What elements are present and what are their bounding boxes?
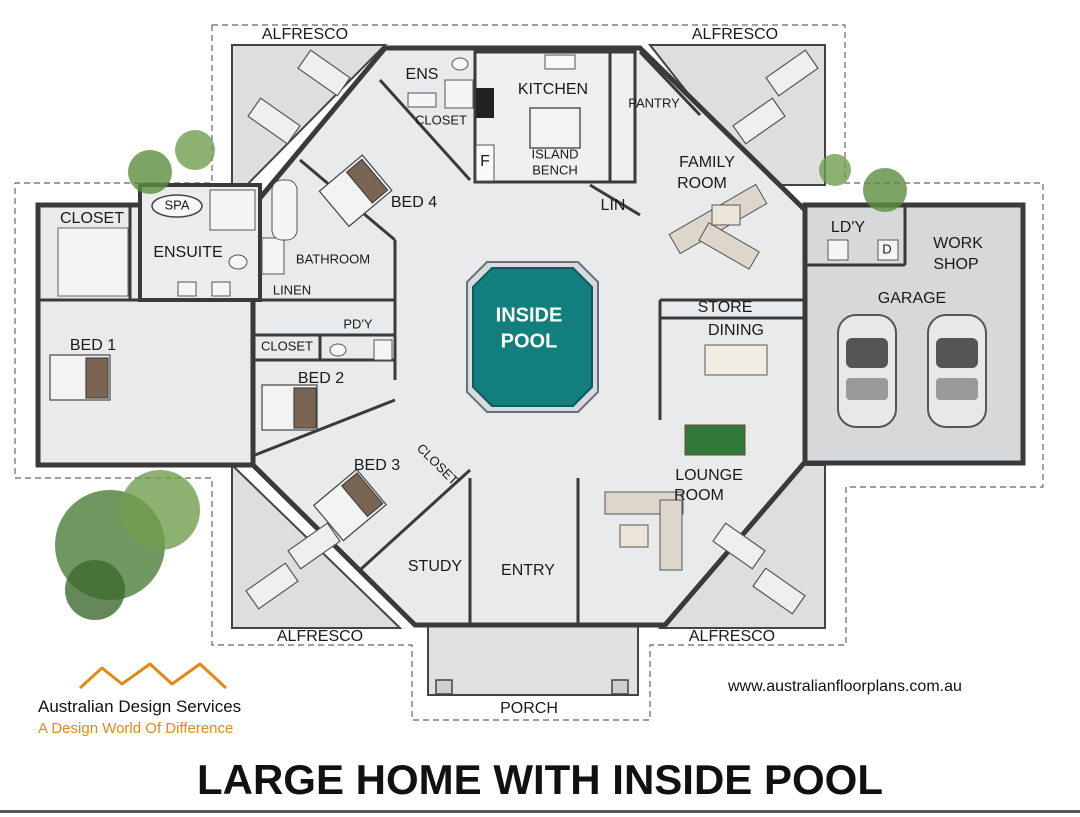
label-work: WORK [933, 235, 983, 252]
beds [49, 154, 393, 542]
bottom-divider [0, 810, 1080, 813]
roof-logo-icon [78, 662, 228, 690]
label-ens: ENS [406, 66, 439, 83]
floor-plan: ALFRESCO ALFRESCO ALFRESCO ALFRESCO ENS … [14, 24, 1044, 721]
company-name: Australian Design Services [38, 697, 242, 716]
cars [837, 314, 987, 428]
label-lounge: LOUNGE [675, 467, 743, 484]
porch-area [427, 624, 639, 696]
label-dryer: D [882, 241, 891, 256]
label-family-room: ROOM [677, 175, 727, 192]
label-bed1: BED 1 [70, 337, 116, 354]
label-alfresco-top-left: ALFRESCO [262, 26, 348, 43]
label-entry: ENTRY [501, 562, 555, 579]
label-fridge: F [480, 153, 490, 170]
label-garage: GARAGE [878, 290, 946, 307]
living-furniture [604, 183, 768, 571]
page-title: LARGE HOME WITH INSIDE POOL [196, 756, 883, 803]
plant-top-left [128, 130, 215, 194]
label-dining: DINING [708, 322, 764, 339]
room-labels: ALFRESCO ALFRESCO ALFRESCO ALFRESCO ENS … [60, 26, 983, 717]
label-pool-inside: INSIDE [496, 304, 563, 326]
alfresco-loungers [245, 49, 819, 615]
label-bed4: BED 4 [391, 194, 437, 211]
label-island: ISLAND [532, 146, 579, 161]
property-boundary [14, 24, 1044, 721]
label-laundry: LD'Y [831, 219, 866, 236]
label-linen: LINEN [273, 282, 311, 297]
label-porch: PORCH [500, 700, 558, 717]
label-bed3: BED 3 [354, 457, 400, 474]
label-shop: SHOP [933, 256, 978, 273]
bed1-closet-box [57, 227, 129, 297]
label-study: STUDY [408, 558, 463, 575]
label-lin: LIN [601, 197, 626, 214]
label-bed2: BED 2 [298, 370, 344, 387]
label-bathroom: BATHROOM [296, 251, 370, 266]
plant-right [819, 154, 907, 212]
label-lounge-room: ROOM [674, 487, 724, 504]
company-tagline: A Design World Of Difference [38, 720, 234, 737]
label-store: STORE [698, 299, 753, 316]
label-alfresco-bottom-right: ALFRESCO [689, 628, 775, 645]
label-ensuite: ENSUITE [153, 244, 222, 261]
partition-walls [38, 50, 907, 625]
label-alfresco-bottom-left: ALFRESCO [277, 628, 363, 645]
label-pantry: PANTRY [628, 95, 680, 110]
label-pdy: PD'Y [343, 316, 373, 331]
pool-water [472, 267, 593, 407]
label-closet-bed2: CLOSET [261, 338, 313, 353]
porch-posts [435, 679, 629, 695]
label-pool: POOL [501, 330, 558, 352]
bath-fixtures [177, 57, 899, 361]
label-alfresco-top-right: ALFRESCO [692, 26, 778, 43]
label-closet-bed1: CLOSET [60, 210, 124, 227]
label-kitchen: KITCHEN [518, 81, 588, 98]
plant-left [55, 470, 200, 620]
label-closet-ens: CLOSET [415, 112, 467, 127]
label-bench: BENCH [532, 162, 578, 177]
label-spa: SPA [164, 197, 189, 212]
label-family: FAMILY [679, 154, 735, 171]
website-link[interactable]: www.australianfloorplans.com.au [728, 678, 962, 695]
spa-tub [151, 194, 203, 218]
kitchen-fixtures [475, 54, 581, 182]
